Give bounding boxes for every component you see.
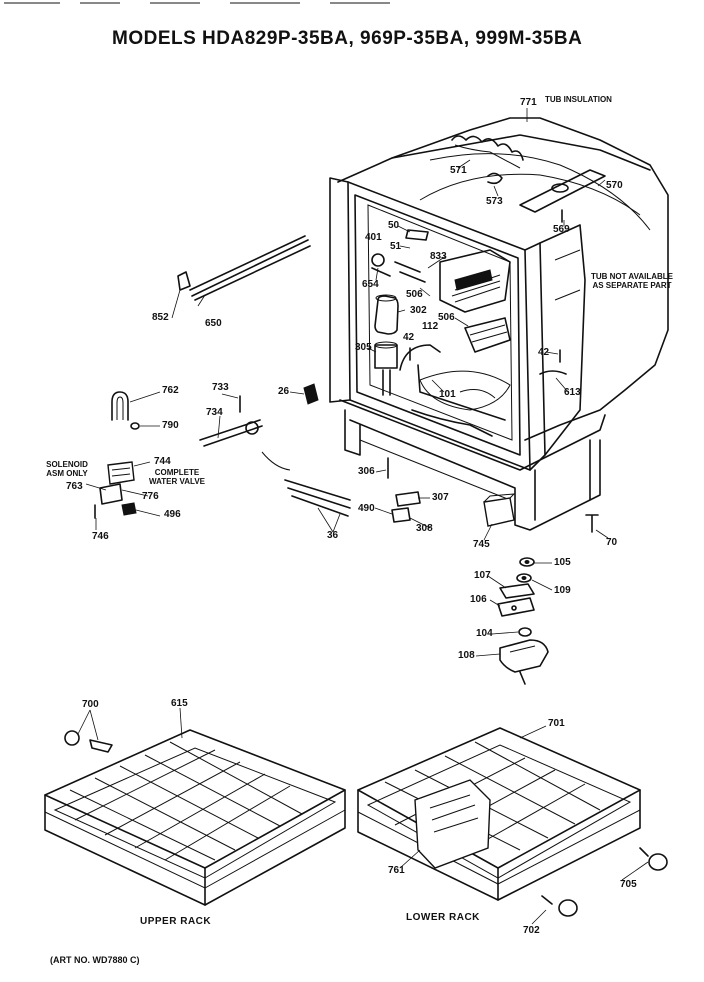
art-number: (ART NO. WD7880 C) bbox=[50, 955, 140, 965]
part-label-51: 51 bbox=[390, 241, 402, 252]
part-label-573: 573 bbox=[486, 196, 503, 207]
latch-parts bbox=[497, 557, 549, 685]
part-label-761: 761 bbox=[388, 865, 405, 876]
part-label-702: 702 bbox=[523, 925, 540, 936]
part-label-776: 776 bbox=[142, 491, 159, 502]
part-label-763: 763 bbox=[66, 481, 83, 492]
part-label-833: 833 bbox=[430, 251, 447, 262]
upper-rack-drawing bbox=[44, 729, 346, 906]
part-label-496: 496 bbox=[164, 509, 181, 520]
part-label-305: 305 bbox=[355, 342, 372, 353]
part-label-42-left: 42 bbox=[403, 332, 415, 343]
left-parts bbox=[94, 235, 351, 519]
part-label-70: 70 bbox=[606, 537, 618, 548]
tub-assembly bbox=[303, 117, 669, 533]
part-label-570: 570 bbox=[606, 180, 623, 191]
part-label-112: 112 bbox=[422, 321, 439, 332]
part-label-705: 705 bbox=[620, 879, 637, 890]
part-label-771: 771 bbox=[520, 97, 537, 108]
caption-lower-rack: LOWER RACK bbox=[406, 912, 480, 923]
part-label-790: 790 bbox=[162, 420, 179, 431]
part-label-650: 650 bbox=[205, 318, 222, 329]
note-tub-insulation: TUB INSULATION bbox=[545, 95, 612, 104]
part-label-42-right: 42 bbox=[538, 347, 550, 358]
part-label-506-upper: 506 bbox=[406, 289, 423, 300]
part-label-745: 745 bbox=[473, 539, 490, 550]
part-label-401: 401 bbox=[365, 232, 382, 243]
part-label-302: 302 bbox=[410, 305, 427, 316]
page-title: MODELS HDA829P-35BA, 969P-35BA, 999M-35B… bbox=[112, 28, 583, 49]
part-label-106: 106 bbox=[470, 594, 487, 605]
part-label-490: 490 bbox=[358, 503, 375, 514]
part-label-734: 734 bbox=[206, 407, 223, 418]
part-label-101: 101 bbox=[439, 389, 456, 400]
part-label-654: 654 bbox=[362, 279, 379, 290]
part-label-569: 569 bbox=[553, 224, 570, 235]
part-label-700: 700 bbox=[82, 699, 99, 710]
part-label-107: 107 bbox=[474, 570, 491, 581]
part-label-109: 109 bbox=[554, 585, 571, 596]
part-label-701: 701 bbox=[548, 718, 565, 729]
lower-rack-drawing bbox=[357, 727, 668, 917]
part-label-744: 744 bbox=[154, 456, 171, 467]
part-label-852: 852 bbox=[152, 312, 169, 323]
part-label-36: 36 bbox=[327, 530, 339, 541]
part-label-746: 746 bbox=[92, 531, 109, 542]
part-label-50: 50 bbox=[388, 220, 400, 231]
part-label-762: 762 bbox=[162, 385, 179, 396]
part-label-307: 307 bbox=[432, 492, 449, 503]
caption-upper-rack: UPPER RACK bbox=[140, 916, 212, 927]
leader-lines bbox=[77, 108, 649, 925]
note-complete-water-valve: COMPLETE WATER VALVE bbox=[149, 468, 205, 486]
part-label-506-lower: 506 bbox=[438, 312, 455, 323]
part-label-613: 613 bbox=[564, 387, 581, 398]
part-label-108: 108 bbox=[458, 650, 475, 661]
part-label-306: 306 bbox=[358, 466, 375, 477]
part-label-26: 26 bbox=[278, 386, 290, 397]
part-label-308: 308 bbox=[416, 523, 433, 534]
part-label-571: 571 bbox=[450, 165, 467, 176]
part-label-104: 104 bbox=[476, 628, 493, 639]
note-solenoid-asm: SOLENOID ASM ONLY bbox=[46, 460, 88, 478]
part-label-615: 615 bbox=[171, 698, 188, 709]
note-tub-not-available: TUB NOT AVAILABLE AS SEPARATE PART bbox=[590, 272, 674, 290]
part-label-105: 105 bbox=[554, 557, 571, 568]
part-label-733: 733 bbox=[212, 382, 229, 393]
